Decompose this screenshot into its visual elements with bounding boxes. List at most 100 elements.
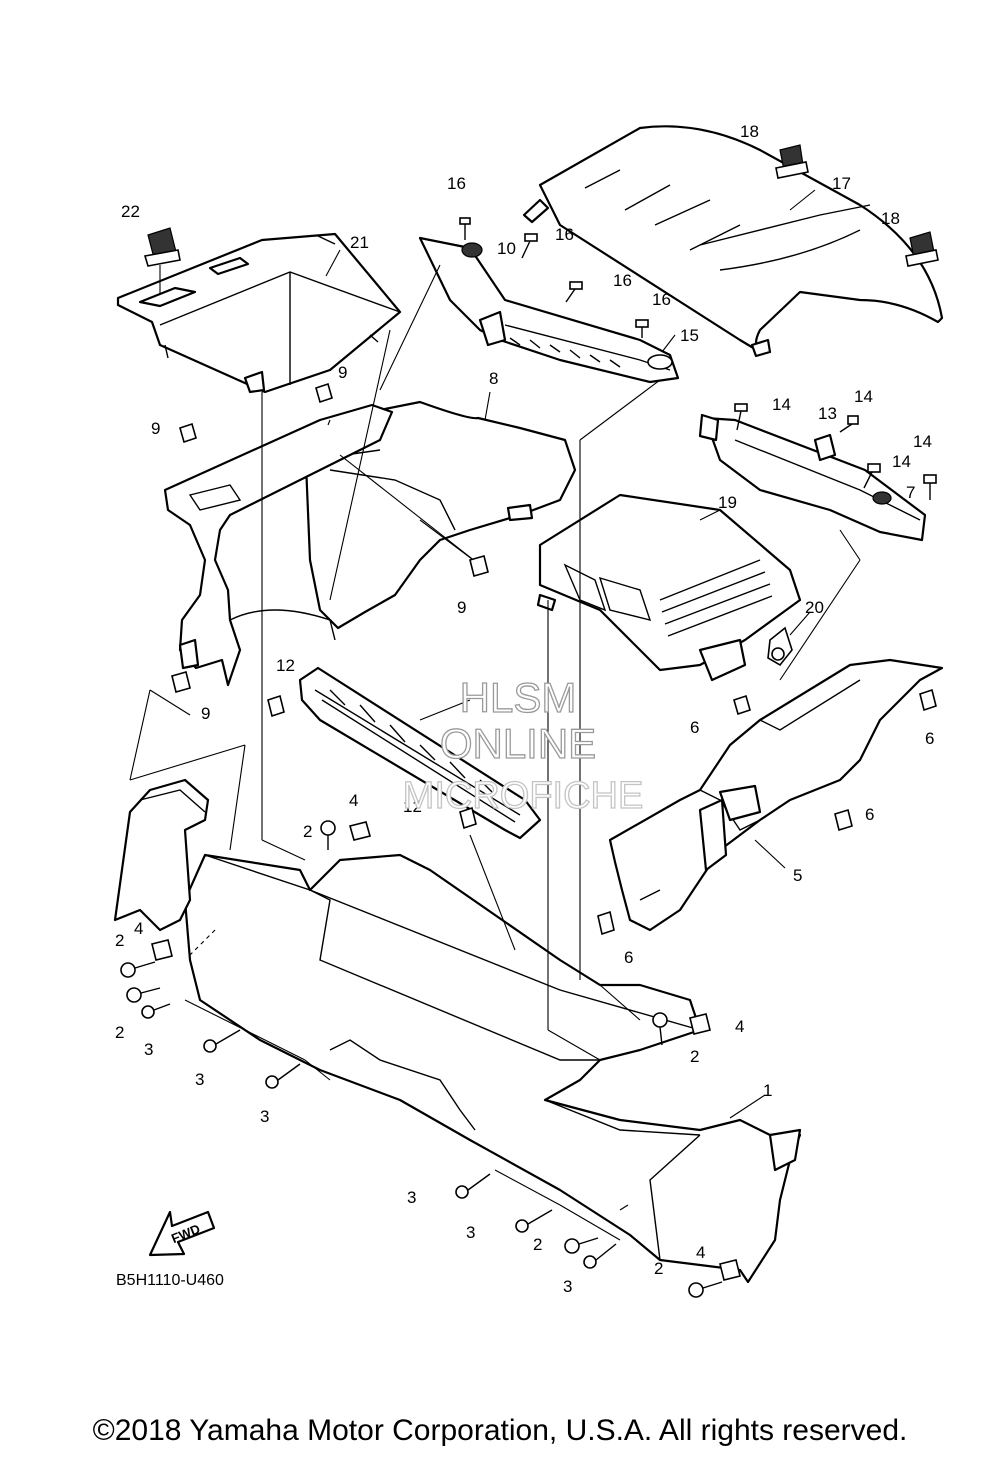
callout-6: 6 (865, 805, 874, 824)
knob-18-b (905, 231, 939, 267)
callout-9: 9 (457, 598, 466, 617)
part-10-grommet[interactable] (461, 242, 483, 258)
part-17-roof-cover[interactable] (522, 125, 944, 358)
callout-6: 6 (690, 718, 699, 737)
part-19-console[interactable] (536, 493, 802, 682)
part-8-dash-panel[interactable] (303, 400, 577, 630)
copyright-notice: ©2018 Yamaha Motor Corporation, U.S.A. A… (93, 1414, 908, 1447)
callout-14: 14 (772, 395, 791, 414)
callout-7: 7 (906, 483, 915, 502)
callout-4: 4 (696, 1243, 705, 1262)
bolt-14-a (734, 403, 748, 431)
clip-6-a (733, 694, 751, 716)
screw-3-b (203, 1029, 241, 1053)
callout-21: 21 (350, 233, 369, 252)
part-5-right-side-panel[interactable] (608, 658, 944, 932)
clip-6-d (597, 910, 615, 936)
clip-6-c (834, 808, 853, 832)
bolt-2-a (320, 820, 336, 850)
callout-2: 2 (115, 1023, 124, 1042)
bolt-2-b (120, 961, 156, 978)
callout-16: 16 (652, 290, 671, 309)
callout-9: 9 (151, 419, 160, 438)
part-13-right-vent[interactable] (698, 413, 927, 542)
screw-3-f (583, 1243, 617, 1269)
callout-14: 14 (913, 432, 932, 451)
nut-9-c (469, 555, 489, 577)
clip-12-a (267, 694, 285, 718)
callout-2: 2 (690, 1047, 699, 1066)
callout-3: 3 (144, 1040, 153, 1059)
part-7-grommet[interactable] (872, 491, 892, 505)
bolt-14-b (839, 415, 859, 433)
callout-4: 4 (349, 791, 358, 810)
callout-4: 4 (735, 1017, 744, 1036)
callout-16: 16 (613, 271, 632, 290)
watermark-line-2: ONLINE (440, 720, 596, 767)
part-12-grille-panel[interactable] (298, 666, 542, 840)
part-21-left-cover[interactable] (116, 232, 402, 394)
bolt-2-f (688, 1281, 723, 1298)
bolt-2-e (564, 1237, 599, 1254)
callout-3: 3 (195, 1070, 204, 1089)
knob-18-a (775, 144, 809, 179)
nut-9-b (315, 382, 333, 404)
callout-2: 2 (303, 822, 312, 841)
callout-13: 13 (818, 404, 837, 423)
bolt-16-b (521, 233, 538, 259)
part-22-knob[interactable] (143, 227, 181, 295)
callout-22: 22 (121, 202, 140, 221)
bolt-2-c (126, 987, 161, 1003)
callout-9: 9 (338, 363, 347, 382)
callout-18: 18 (740, 122, 759, 141)
screw-3-c (265, 1063, 301, 1089)
nut-4-d (719, 1259, 741, 1281)
callout-3: 3 (466, 1223, 475, 1242)
hardware-fasteners (120, 144, 939, 1298)
part-15-vent-duct[interactable] (418, 236, 680, 384)
bolt-16-d (635, 319, 649, 338)
callout-16: 16 (447, 174, 466, 193)
callout-16: 16 (555, 225, 574, 244)
callout-14: 14 (892, 452, 911, 471)
diagram-code: B5H1110-U460 (116, 1272, 224, 1289)
callout-9: 9 (201, 704, 210, 723)
nut-4-a (349, 821, 371, 841)
bolt-2-d (652, 1012, 668, 1046)
callout-3: 3 (407, 1188, 416, 1207)
nut-4-b (151, 939, 173, 961)
nut-9-a (179, 422, 197, 444)
callout-8: 8 (489, 369, 498, 388)
screw-3-d (455, 1173, 491, 1199)
bolt-14-d (923, 474, 937, 500)
callout-3: 3 (260, 1107, 269, 1126)
part-9-left-side-panel[interactable] (163, 403, 394, 687)
nut-9-d (171, 671, 191, 693)
callout-15: 15 (680, 326, 699, 345)
clip-12-b (459, 806, 477, 830)
callout-2: 2 (533, 1235, 542, 1254)
watermark: HLSM ONLINE MICROFICHE (402, 673, 644, 817)
callout-14: 14 (854, 387, 873, 406)
callout-12: 12 (276, 656, 295, 675)
callout-1: 1 (763, 1081, 772, 1100)
part-20-key-cylinder[interactable] (767, 626, 793, 667)
bolt-16-c (565, 281, 583, 303)
callout-6: 6 (624, 948, 633, 967)
callout-5: 5 (793, 866, 802, 885)
callout-2: 2 (654, 1259, 663, 1278)
clip-6-b (919, 688, 937, 712)
callout-leaders (325, 189, 816, 1119)
callout-19: 19 (718, 493, 737, 512)
callout-17: 17 (832, 174, 851, 193)
leader-lines (129, 264, 861, 1241)
screw-3-a (141, 1003, 171, 1019)
left-lower-side-panel[interactable] (113, 778, 210, 932)
part-1-main-body[interactable] (183, 853, 802, 1284)
callout-6: 6 (925, 729, 934, 748)
callout-numbers: 1 2 2 2 2 2 2 3 3 3 3 3 3 4 4 4 4 5 6 6 … (115, 122, 934, 1296)
watermark-line-3: MICROFICHE (403, 775, 644, 817)
callout-12: 12 (403, 797, 422, 816)
callout-10: 10 (497, 239, 516, 258)
